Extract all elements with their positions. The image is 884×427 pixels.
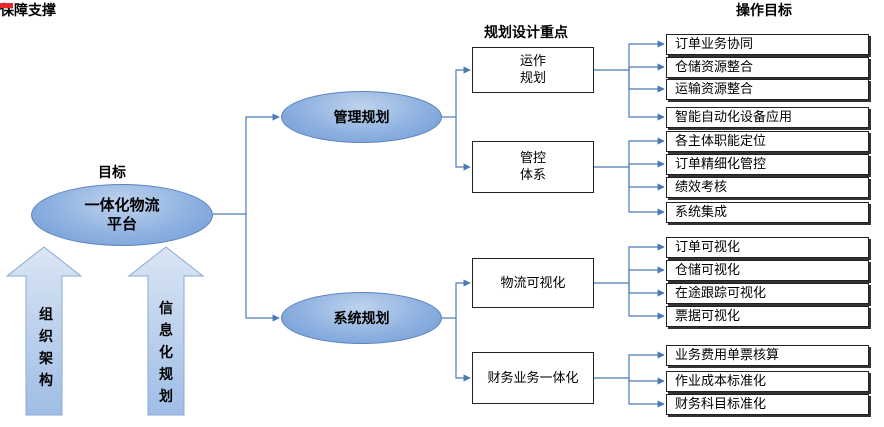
connector-vis-1: [628, 243, 665, 283]
operations-heading: 操作目标: [736, 3, 792, 19]
focus-operations-plan: 运作 规划: [472, 47, 594, 93]
it-char-3: 化: [159, 345, 173, 361]
connector-ops-4: [628, 70, 665, 121]
focus-control-system: 管控 体系: [472, 141, 594, 193]
target-cost-per-ticket: 业务费用单票核算: [666, 345, 869, 366]
target-order-collaboration: 订单业务协同: [666, 34, 869, 55]
focus-control-line2: 体系: [519, 168, 546, 183]
target-role-positioning: 各主体职能定位: [666, 131, 869, 152]
org-structure-label: 组 织 架 构: [34, 304, 58, 392]
target-warehouse-visibility: 仓储可视化: [666, 260, 869, 281]
org-char-1: 组: [39, 307, 53, 323]
org-char-4: 构: [39, 373, 53, 389]
org-char-2: 织: [39, 329, 53, 345]
main-goal-node: 一体化物流 平台: [31, 184, 213, 246]
connector-ops-2: [628, 63, 665, 71]
management-planning-label: 管理规划: [333, 110, 390, 126]
system-planning-node: 系统规划: [281, 292, 442, 344]
org-structure-arrow: [5, 246, 83, 416]
connector-vis-2: [628, 266, 665, 283]
connector-ctrl-2: [628, 160, 665, 168]
target-automation-equipment: 智能自动化设备应用: [666, 107, 869, 128]
target-order-visibility: 订单可视化: [666, 237, 869, 258]
connector-mgmt-ctrl: [455, 117, 471, 171]
focus-operations-line2: 规划: [519, 71, 546, 86]
main-goal-line1: 一体化物流: [84, 196, 160, 214]
it-planning-label: 信 息 化 规 划: [154, 298, 178, 408]
connector-fin-3: [628, 378, 665, 408]
focus-heading: 规划设计重点: [484, 25, 568, 41]
connector-mgmt-ops: [455, 66, 471, 117]
support-caption: 保障支撑: [0, 3, 56, 19]
corner-accent-mark: [0, 3, 13, 8]
system-planning-label: 系统规划: [333, 311, 390, 327]
it-planning-arrow: [127, 246, 205, 416]
connector-ops-1: [628, 40, 665, 70]
target-transport-integration: 运输资源整合: [666, 79, 869, 100]
focus-finance-label: 财务业务一体化: [487, 370, 579, 386]
connector-vis-4: [628, 283, 665, 320]
connector-ops-3: [628, 70, 665, 93]
target-account-standard: 财务科目标准化: [666, 394, 869, 415]
focus-operations-line1: 运作: [519, 54, 546, 69]
connector-fin-1: [628, 351, 665, 378]
focus-finance-integration: 财务业务一体化: [472, 352, 594, 404]
connector-sys-fin: [455, 318, 471, 382]
connector-fin-2: [628, 377, 665, 385]
connector-ctrl-3: [628, 167, 665, 191]
target-warehouse-integration: 仓储资源整合: [666, 57, 869, 78]
main-goal-line2: 平台: [106, 215, 137, 233]
management-planning-node: 管理规划: [281, 91, 442, 143]
target-transit-tracking: 在途跟踪可视化: [666, 283, 869, 304]
connector-ctrl-4: [628, 167, 665, 216]
target-document-visibility: 票据可视化: [666, 306, 869, 327]
connector-goal-sys: [245, 214, 280, 322]
it-char-5: 划: [159, 389, 173, 405]
target-order-fine-control: 订单精细化管控: [666, 154, 869, 175]
it-char-2: 息: [159, 323, 173, 339]
target-system-integration: 系统集成: [666, 202, 869, 223]
it-char-4: 规: [159, 367, 173, 383]
focus-logistics-visualization: 物流可视化: [472, 258, 594, 308]
connector-vis-3: [628, 283, 665, 297]
connector-ctrl-1: [628, 137, 665, 167]
focus-visualization-label: 物流可视化: [500, 275, 566, 291]
connector-sys-vis: [455, 279, 471, 318]
goal-heading: 目标: [98, 165, 126, 181]
target-performance-review: 绩效考核: [666, 177, 869, 198]
org-char-3: 架: [39, 351, 53, 367]
connector-goal-mgmt: [245, 113, 280, 214]
it-char-1: 信: [159, 301, 173, 317]
target-operation-cost-standard: 作业成本标准化: [666, 371, 869, 392]
focus-control-line1: 管控: [519, 151, 546, 166]
